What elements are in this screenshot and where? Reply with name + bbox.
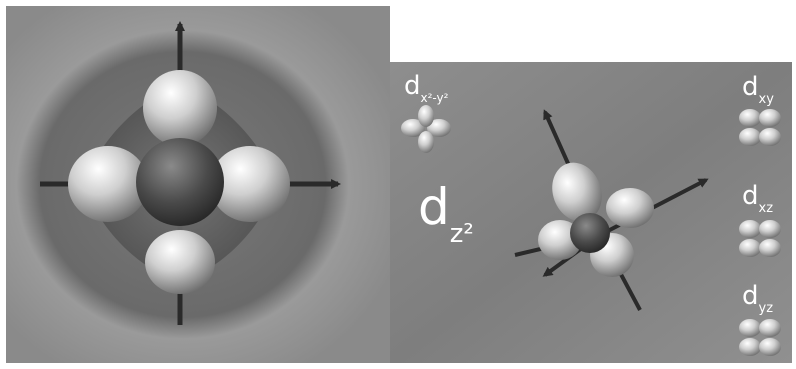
central-orbital-ball (136, 138, 224, 226)
right-panel: dx²-y² dxy dxz dyz dz² (390, 62, 792, 363)
orbital-core (570, 213, 610, 253)
bottom-orbital-lobe (145, 230, 215, 294)
left-panel (6, 6, 390, 363)
top-orbital-lobe (143, 70, 217, 146)
left-orbital-lobe (68, 146, 148, 222)
orbital-lobe (606, 188, 654, 228)
